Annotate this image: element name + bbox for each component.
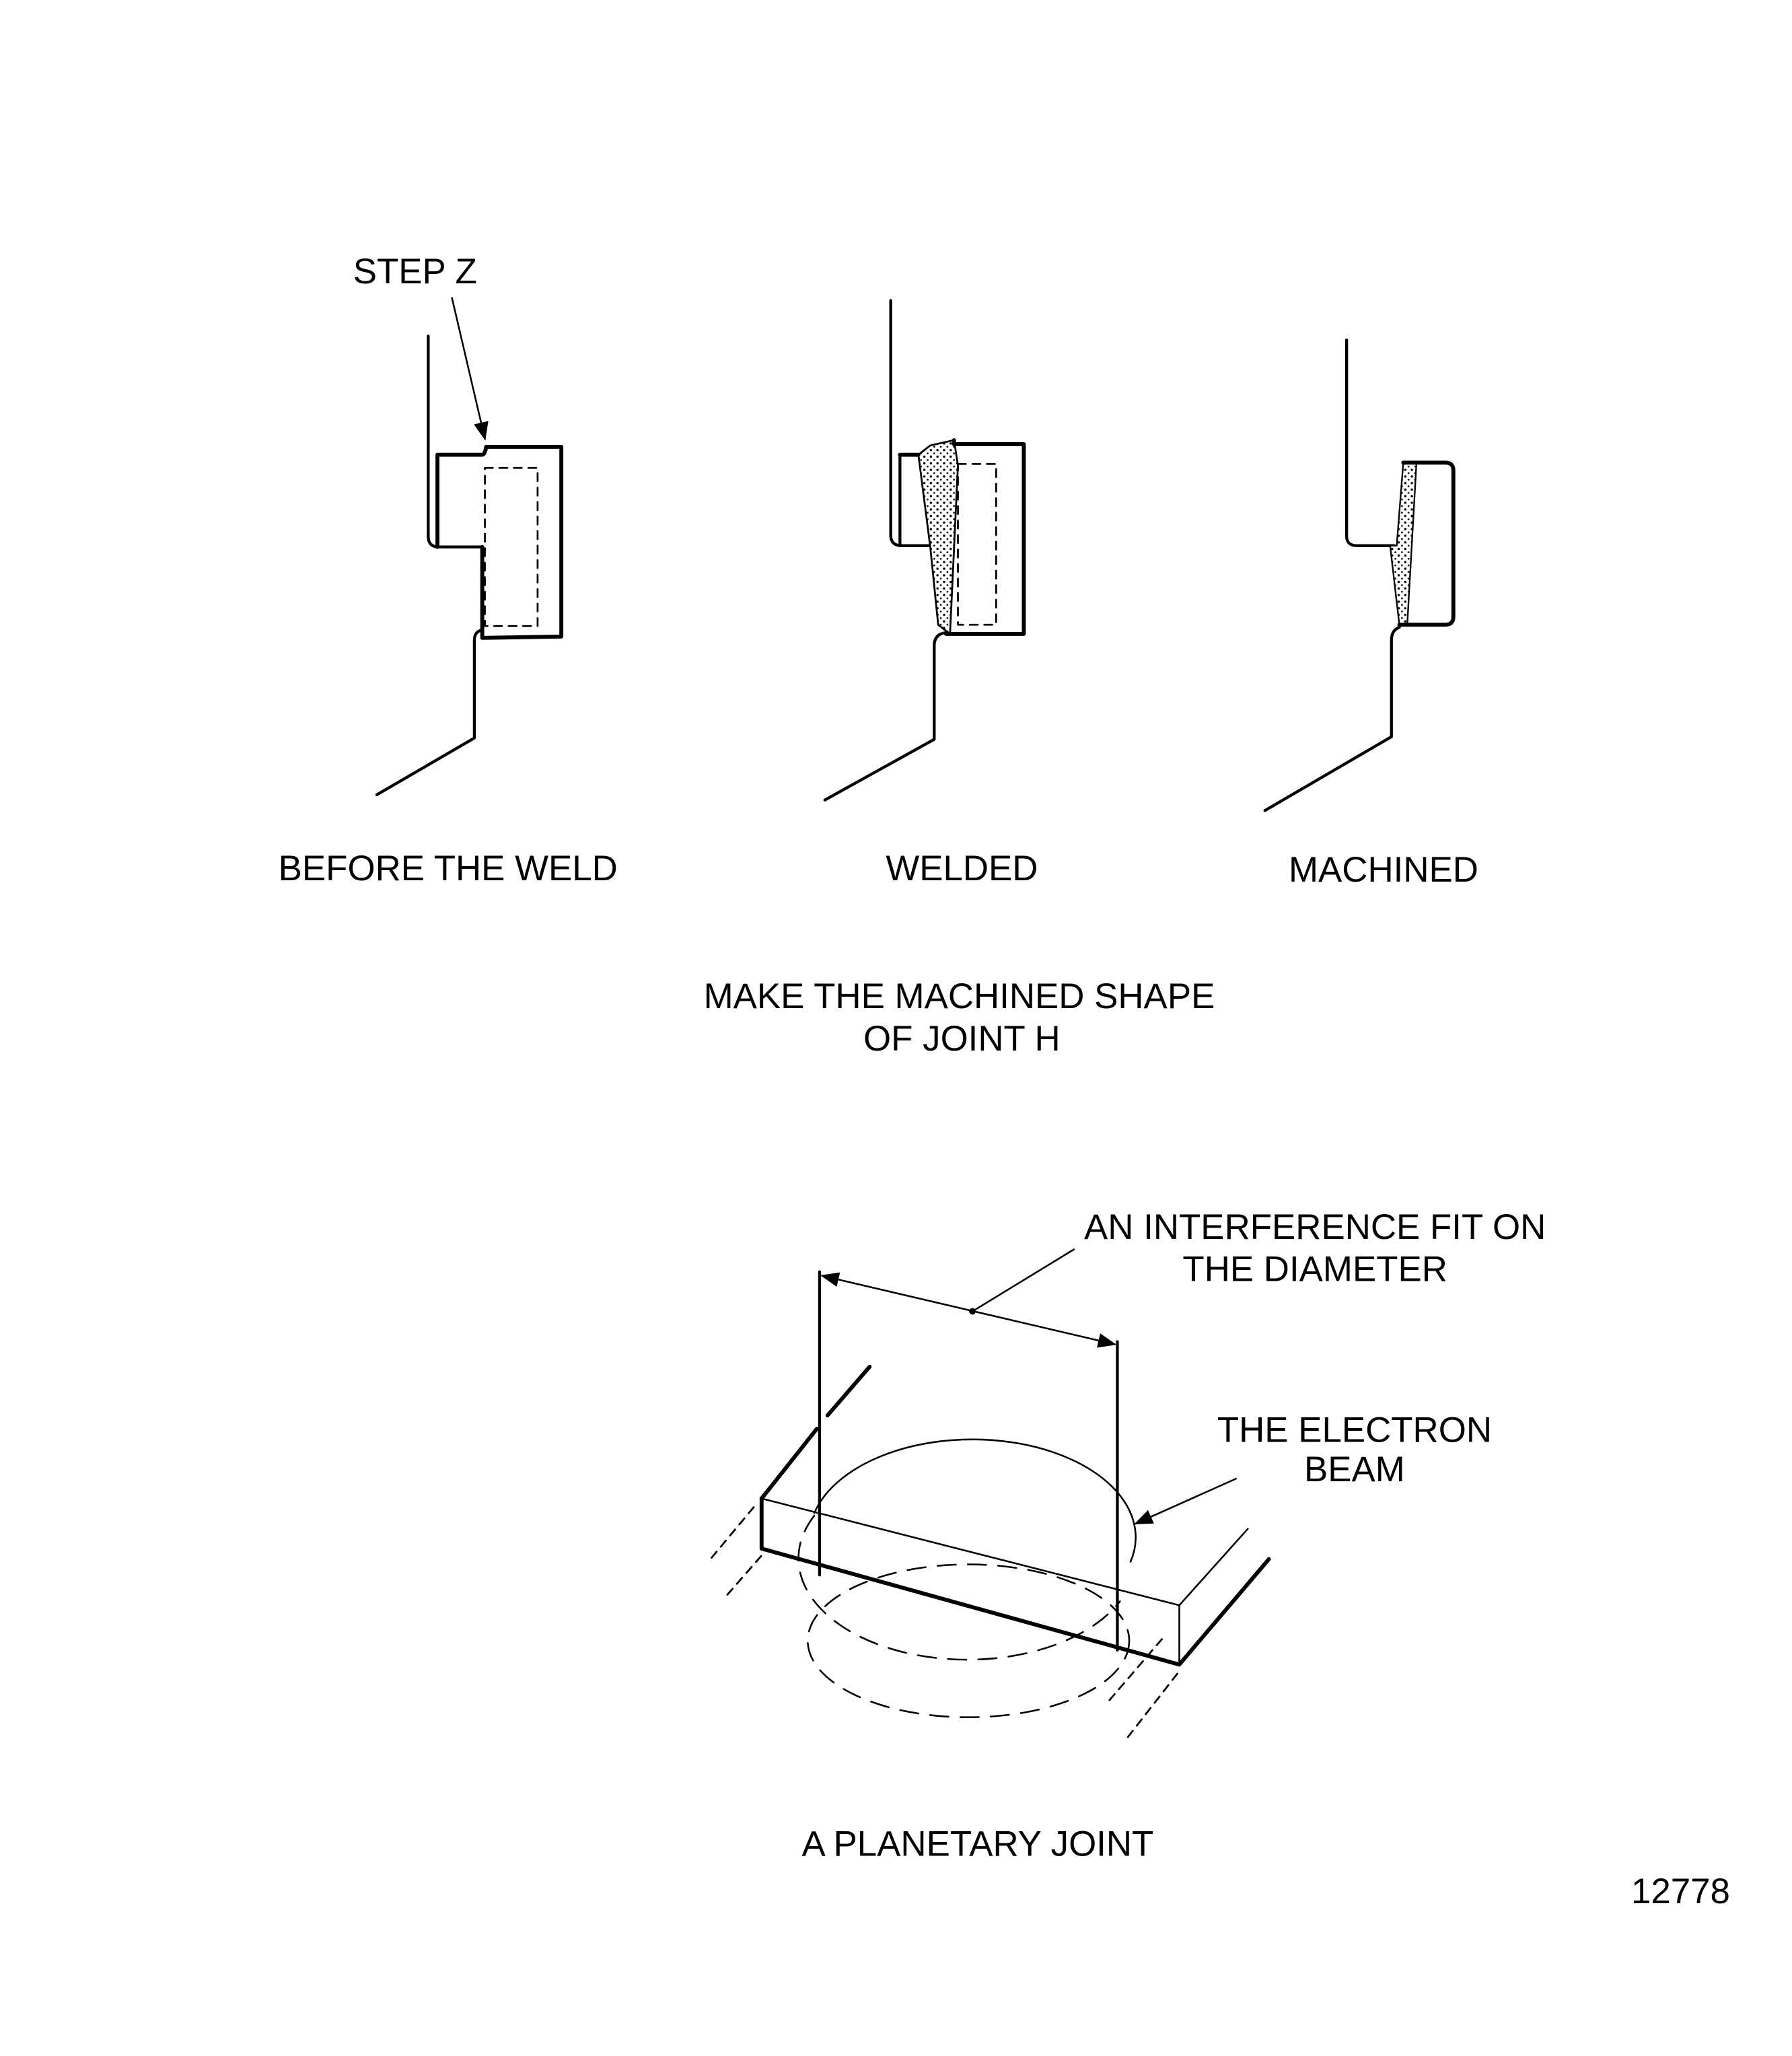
caption-bottom: A PLANETARY JOINT bbox=[801, 1824, 1153, 1864]
planetary-joint-figure: AN INTERFERENCE FIT ON THE DIAMETER THE … bbox=[710, 1207, 1546, 1864]
insert-block bbox=[435, 444, 564, 640]
label-machined: MACHINED bbox=[1289, 850, 1478, 890]
weld-boundary-dashed bbox=[484, 466, 539, 627]
figure-number: 12778 bbox=[1631, 1872, 1730, 1911]
insert-block bbox=[898, 438, 1026, 636]
label-before-weld: BEFORE THE WELD bbox=[279, 849, 618, 888]
caption-top-line2: OF JOINT H bbox=[863, 1019, 1061, 1059]
lower-part-outline bbox=[1263, 626, 1401, 812]
caption-top-line1: MAKE THE MACHINED SHAPE bbox=[704, 977, 1215, 1016]
slab-back-edge-break bbox=[825, 1364, 872, 1418]
fit-callout-line2: THE DIAMETER bbox=[1182, 1249, 1447, 1289]
slab-back-edge bbox=[759, 1426, 819, 1501]
beam-circle-lower-hidden bbox=[807, 1563, 1131, 1718]
panel-machined: MACHINED bbox=[1263, 339, 1478, 890]
panel-before-weld: STEP Z BEFORE THE WELD bbox=[279, 252, 618, 888]
label-welded: WELDED bbox=[886, 849, 1038, 888]
weld-boundary-dashed bbox=[957, 462, 997, 626]
beam-arrow bbox=[1134, 1477, 1237, 1525]
continuation-line bbox=[1108, 1633, 1168, 1701]
upper-part-outline bbox=[1345, 339, 1396, 547]
leader-dot bbox=[969, 1308, 976, 1315]
beam-callout-line2: BEAM bbox=[1304, 1450, 1405, 1489]
diameter-dimension-arrow bbox=[820, 1272, 1117, 1348]
fit-callout-line1: AN INTERFERENCE FIT ON bbox=[1084, 1207, 1546, 1247]
upper-part-outline bbox=[889, 299, 932, 547]
panel-welded: WELDED bbox=[823, 299, 1038, 888]
continuation-line bbox=[710, 1501, 759, 1559]
beam-callout-line1: THE ELECTRON bbox=[1217, 1410, 1492, 1450]
machined-block bbox=[1397, 460, 1456, 627]
lower-part-outline bbox=[375, 628, 484, 797]
step-z-arrow bbox=[451, 297, 489, 441]
slab-right-top-edge bbox=[1178, 1528, 1249, 1606]
weld-bead-stipple bbox=[917, 439, 959, 636]
beam-circle-upper bbox=[813, 1438, 1137, 1563]
step-z-callout: STEP Z bbox=[353, 252, 477, 291]
continuation-line bbox=[726, 1551, 766, 1596]
continuation-line bbox=[1126, 1670, 1180, 1738]
fit-leader-line bbox=[971, 1248, 1075, 1312]
slab-outline bbox=[759, 1496, 1271, 1667]
lower-part-outline bbox=[823, 631, 948, 802]
weld-bead-stipple bbox=[1389, 462, 1418, 626]
beam-circle-upper-hidden bbox=[797, 1514, 1121, 1661]
